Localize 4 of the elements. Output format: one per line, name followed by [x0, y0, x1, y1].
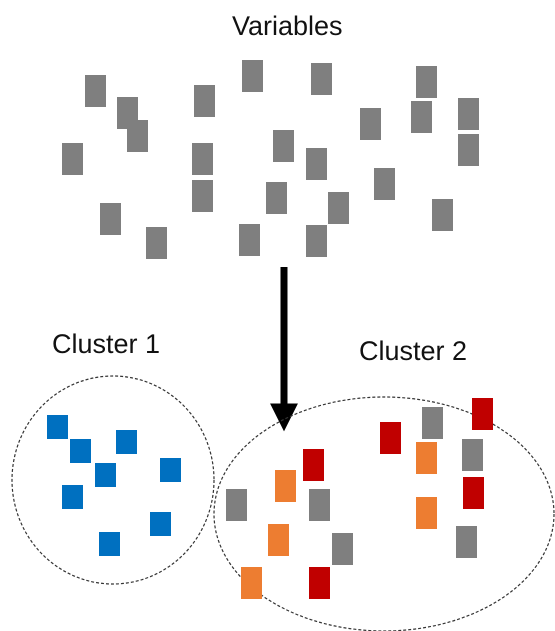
cluster-heading: Cluster 2 — [359, 335, 468, 367]
cluster-heading: Cluster 1 — [52, 328, 160, 360]
title-heading: Variables — [232, 10, 343, 42]
arrow — [270, 267, 298, 432]
